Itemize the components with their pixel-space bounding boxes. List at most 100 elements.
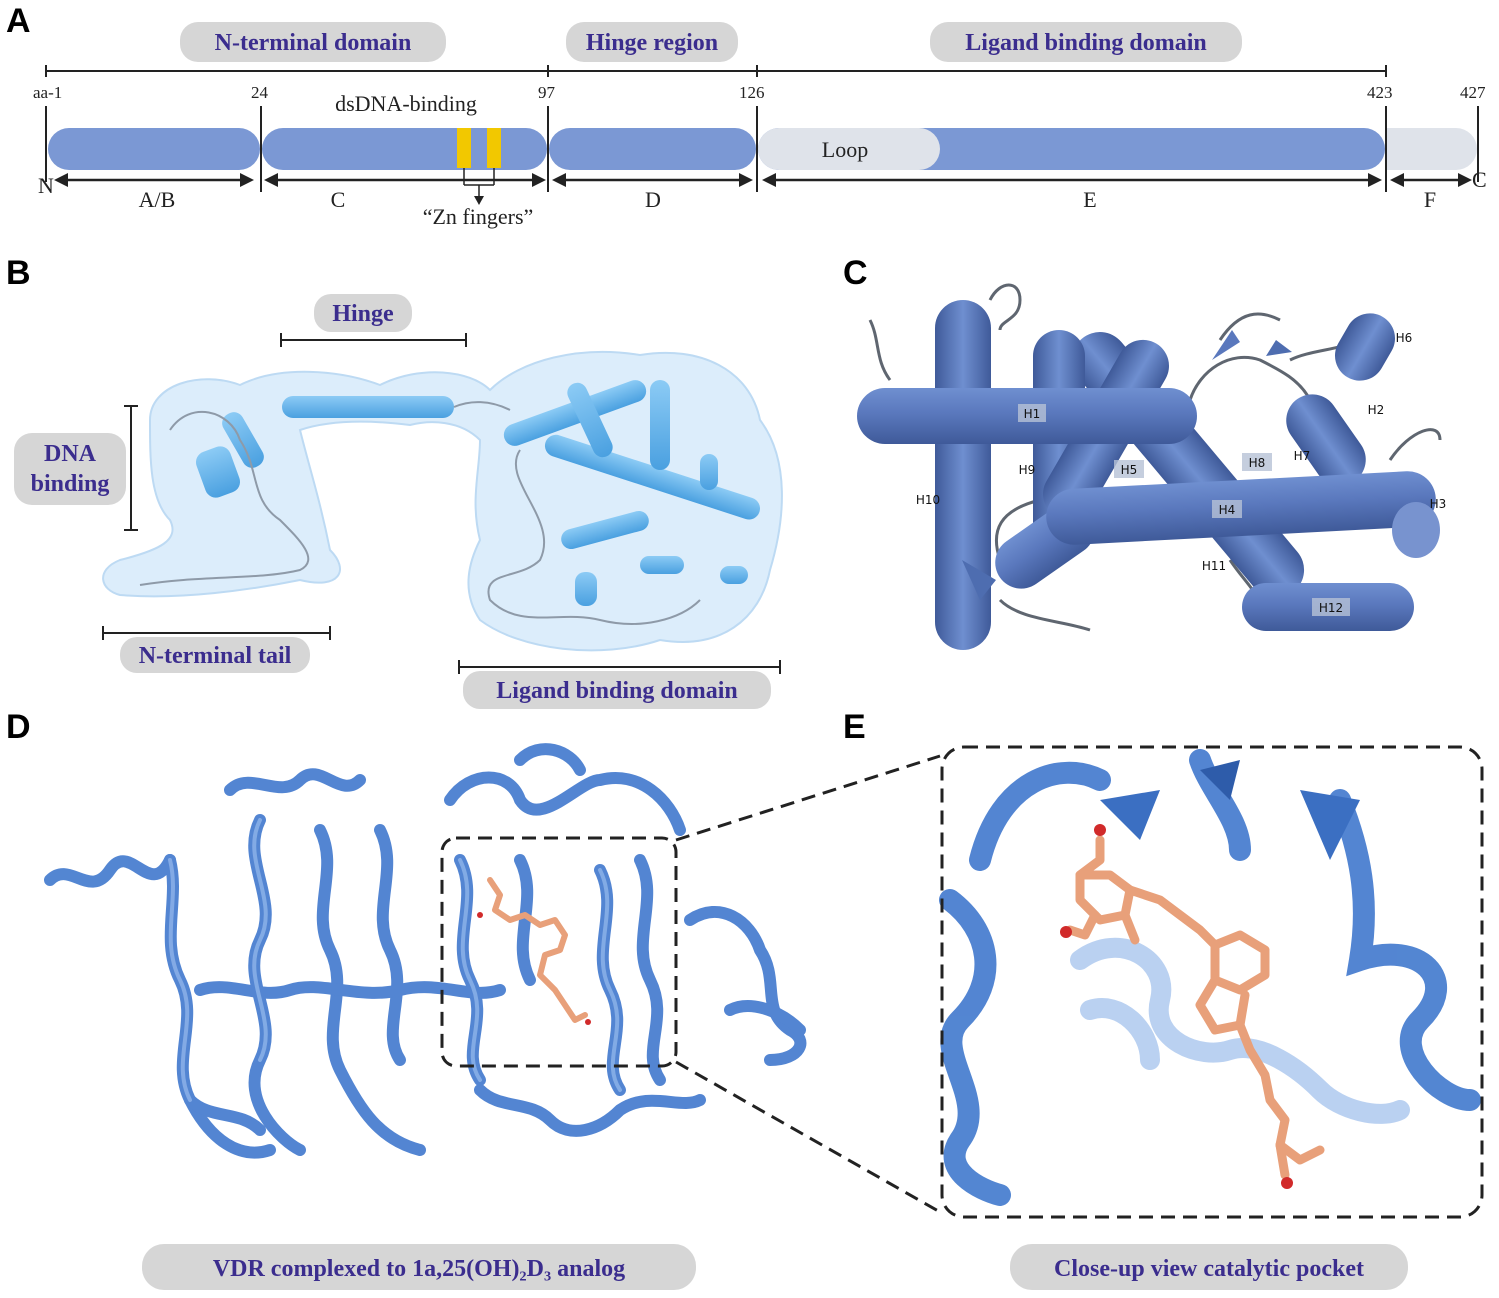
- zn-finger-pointer: [463, 168, 495, 205]
- hinge-pill: Hinge: [314, 294, 412, 332]
- lbd-span-line: [458, 660, 781, 674]
- svg-text:H11: H11: [1202, 559, 1226, 573]
- svg-text:H6: H6: [1396, 331, 1413, 345]
- helix-label-h9: H9: [1019, 463, 1036, 477]
- lbd-helix-9: [720, 566, 748, 584]
- position-aa-1: aa-1: [33, 83, 62, 102]
- position-126: 126: [739, 83, 765, 102]
- region-c-label: C: [331, 187, 346, 212]
- lbd-pill: Ligand binding domain: [463, 671, 771, 709]
- n-terminal-tail-span-line: [102, 626, 331, 640]
- svg-text:H7: H7: [1294, 449, 1311, 463]
- helix-h2: [1286, 394, 1366, 486]
- c-terminus-label: C: [1472, 167, 1487, 192]
- e-strand-3: [1200, 760, 1240, 800]
- helix-h10: [935, 300, 991, 650]
- helix-label-h4: H4: [1212, 500, 1242, 518]
- panel-b-loops: [139, 401, 701, 625]
- strand-1: [1212, 330, 1240, 360]
- lbd-helix-6: [700, 454, 718, 490]
- panel-letter-d: D: [6, 708, 31, 746]
- helix-label-h11: H11: [1202, 559, 1226, 573]
- panel-e-caption: Close-up view catalytic pocket: [1054, 1256, 1364, 1282]
- zn-fingers-label: “Zn fingers”: [423, 204, 534, 229]
- svg-text:H3: H3: [1430, 497, 1447, 511]
- segment-c: [262, 128, 547, 170]
- dna-binding-label-line1: DNA: [44, 441, 97, 467]
- helix-label-h7: H7: [1294, 449, 1311, 463]
- lbd-helix-7: [575, 572, 597, 606]
- region-f-label: F: [1424, 187, 1436, 212]
- e-strand-1: [1300, 790, 1360, 860]
- panel-letter-e: E: [843, 708, 866, 746]
- panel-d-caption-pill: VDR complexed to 1a,25(OH)₂D₃ analog: [142, 1244, 696, 1290]
- panel-letter-a: A: [6, 2, 31, 40]
- closeup-frame: [940, 745, 1484, 1219]
- panel-e-caption-pill: Close-up view catalytic pocket: [1010, 1244, 1408, 1290]
- zoom-region-box: [440, 836, 678, 1068]
- position-427: 427: [1460, 83, 1486, 102]
- n-terminal-tail-pill: N-terminal tail: [120, 637, 310, 673]
- svg-text:H12: H12: [1319, 601, 1343, 615]
- lbd-helix-5: [567, 382, 613, 458]
- svg-text:H9: H9: [1019, 463, 1036, 477]
- svg-text:H5: H5: [1121, 463, 1138, 477]
- position-97: 97: [538, 83, 556, 102]
- lbd-helix-8: [640, 556, 684, 574]
- panel-b-helices: [195, 380, 761, 606]
- region-e-label: E: [1083, 187, 1096, 212]
- svg-text:H1: H1: [1024, 407, 1041, 421]
- helix-label-h8: H8: [1242, 453, 1272, 471]
- protein-domain-bar: [48, 128, 1477, 170]
- region-arrows: [54, 173, 1472, 187]
- panel-e-ligand: [1060, 824, 1325, 1189]
- zn-finger-2: [487, 128, 501, 168]
- panel-d-ribbon: [44, 743, 807, 1159]
- helix-label-h6: H6: [1396, 331, 1413, 345]
- e-strand-2: [1100, 790, 1160, 840]
- segment-d: [549, 128, 756, 170]
- lbd-helix-1: [503, 380, 647, 446]
- dna-binding-label-line2: binding: [31, 471, 110, 497]
- panel-d-caption: VDR complexed to 1a,25(OH)₂D₃ analog: [213, 1256, 625, 1282]
- lbd-helix-3: [561, 510, 649, 550]
- dna-binding-span-line: [124, 405, 138, 531]
- svg-text:H2: H2: [1368, 403, 1385, 417]
- boundary-ticks: [45, 106, 1479, 192]
- position-423: 423: [1367, 83, 1393, 102]
- loop-segment: [758, 128, 940, 170]
- domain-span-lines: [45, 65, 1387, 77]
- panel-c-helix-labels: H1 H2 H3 H4 H5 H6 H7 H8 H9 H10 H11 H12: [916, 331, 1446, 616]
- hinge-helix: [282, 396, 454, 418]
- panel-letter-b: B: [6, 254, 31, 292]
- panel-e-closeup: [939, 749, 1481, 1206]
- helix-h3-end: [1392, 502, 1440, 558]
- svg-text:H8: H8: [1249, 456, 1266, 470]
- panel-d-ligand: [477, 877, 591, 1025]
- n-terminal-tail-label: N-terminal tail: [139, 643, 292, 669]
- ligand-binding-domain-label: Ligand binding domain: [965, 30, 1206, 56]
- strand-2: [1266, 340, 1292, 356]
- position-24: 24: [251, 83, 269, 102]
- svg-text:H10: H10: [916, 493, 940, 507]
- region-d-label: D: [645, 187, 661, 212]
- n-terminus-label: N: [38, 173, 54, 198]
- panel-letter-c: C: [843, 254, 868, 292]
- zoom-connector-lines: [675, 754, 941, 1214]
- n-terminal-domain-label: N-terminal domain: [215, 30, 412, 56]
- dna-binding-pill: DNA binding: [14, 433, 126, 505]
- n-terminal-domain-pill: N-terminal domain: [180, 22, 446, 62]
- ligand-binding-domain-pill: Ligand binding domain: [930, 22, 1242, 62]
- segment-ab: [48, 128, 260, 170]
- lbd-label: Ligand binding domain: [496, 678, 737, 704]
- hinge-region-label: Hinge region: [586, 30, 718, 56]
- panel-c-loops: [868, 283, 1442, 632]
- hinge-region-pill: Hinge region: [566, 22, 738, 62]
- region-ab-label: A/B: [139, 187, 176, 212]
- protein-surface: [102, 350, 783, 652]
- strand-3: [962, 560, 996, 600]
- hinge-label: Hinge: [332, 301, 394, 327]
- panel-c-structure: [857, 283, 1442, 650]
- helix-label-h1: H1: [1018, 404, 1046, 422]
